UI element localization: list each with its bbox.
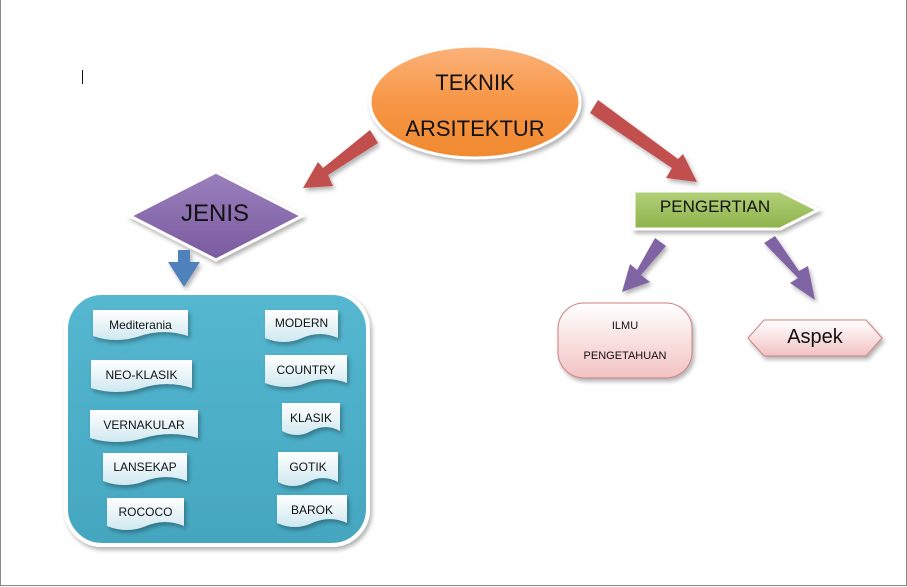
arrow-to-aspek xyxy=(764,236,815,300)
jenis-node xyxy=(126,170,306,262)
pengertian-node xyxy=(632,189,822,231)
style-card xyxy=(107,498,184,530)
aspek-node xyxy=(747,319,883,357)
style-item-label: MODERN xyxy=(274,316,329,330)
style-item-label: GOTIK xyxy=(289,460,327,474)
ilmu-node xyxy=(557,302,693,379)
arrow-to-styles xyxy=(168,250,200,287)
style-card xyxy=(91,360,192,392)
root-label-line2: ARSITEKTUR xyxy=(405,116,545,141)
style-card xyxy=(103,453,187,485)
arrow-to-ilmu xyxy=(622,238,666,292)
style-card xyxy=(93,310,188,340)
style-card xyxy=(265,310,338,342)
styles-left-cards xyxy=(90,310,198,530)
ilmu-label-line2: PENGETAHUAN xyxy=(583,350,667,362)
style-item-label: BAROK xyxy=(290,503,333,517)
style-item-label: ROCOCO xyxy=(118,505,173,519)
styles-right-cards xyxy=(265,310,347,527)
root-node xyxy=(368,44,582,160)
pengertian-label: PENGERTIAN xyxy=(659,197,771,216)
style-card xyxy=(90,410,198,442)
style-item-label: NEO-KLASIK xyxy=(105,368,178,382)
root-label-line1: TEKNIK xyxy=(435,70,515,95)
arrow-to-pengertian xyxy=(590,100,697,182)
style-item-label: VERNAKULAR xyxy=(103,418,185,432)
style-item-label: COUNTRY xyxy=(276,363,336,377)
text-cursor xyxy=(82,70,83,84)
aspek-label: Aspek xyxy=(787,326,843,348)
style-card xyxy=(282,403,340,435)
style-item-label: Mediterania xyxy=(109,318,172,332)
style-item-label: LANSEKAP xyxy=(113,460,177,474)
arrow-to-jenis xyxy=(303,130,378,188)
style-card xyxy=(278,452,338,486)
style-card xyxy=(265,355,347,387)
style-item-label: KLASIK xyxy=(289,411,333,425)
style-card xyxy=(277,495,347,527)
jenis-label: JENIS xyxy=(180,200,249,227)
ilmu-label-line1: ILMU xyxy=(611,320,639,332)
